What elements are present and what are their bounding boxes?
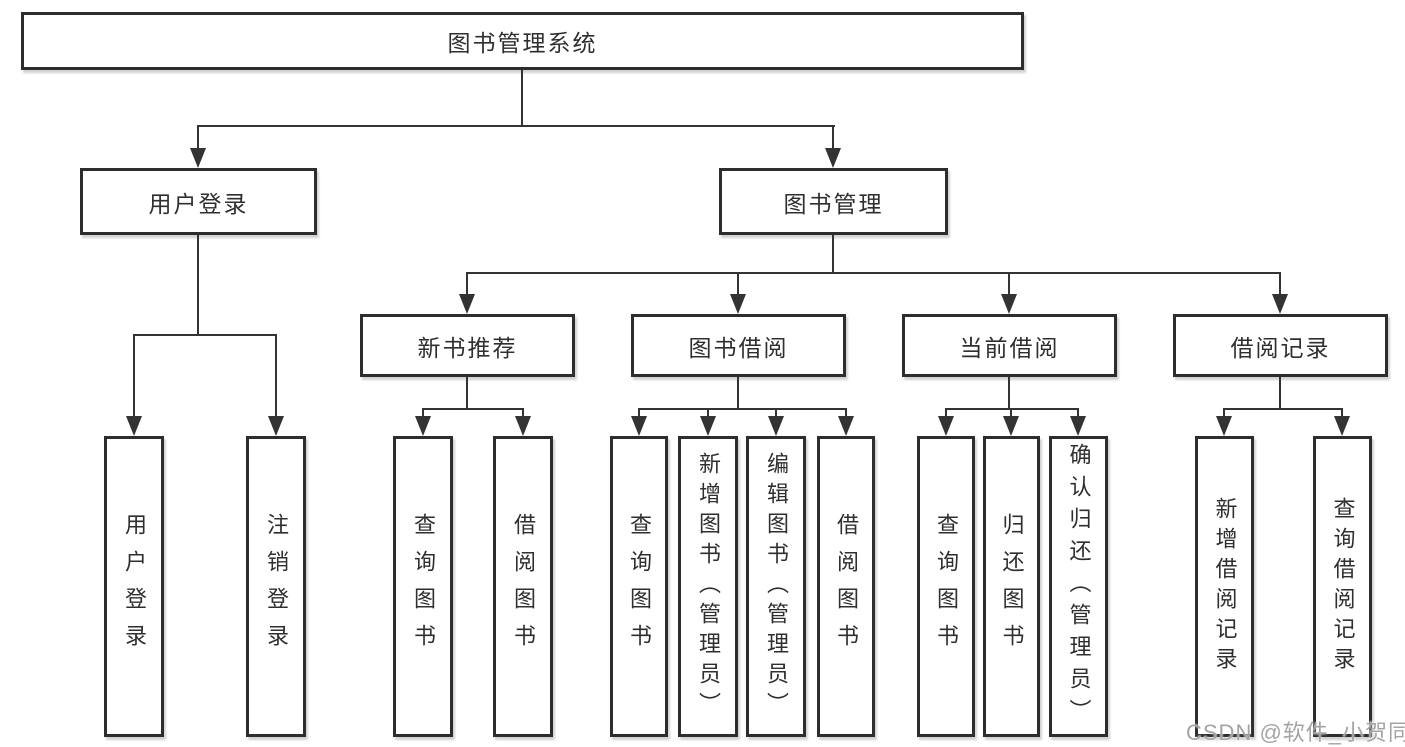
node-new-book-recommend: 新书推荐 <box>360 314 575 377</box>
connector-root-rail <box>197 125 835 127</box>
connector-bookmgmt-rail <box>466 272 1281 274</box>
connector-drop <box>775 408 777 418</box>
connector-drop <box>832 125 834 150</box>
leaf-borrow-books-borrowing: 借阅图书 <box>817 436 875 737</box>
leaf-add-book-admin: 新增图书（管理员） <box>678 436 738 737</box>
connector-drop <box>1008 272 1010 296</box>
arrow-down-icon <box>126 416 142 436</box>
connector-rail <box>945 408 1079 410</box>
leaf-label: 查询图书 <box>411 512 436 661</box>
connector-drop <box>1077 408 1079 418</box>
node-label: 图书管理 <box>783 190 884 217</box>
arrow-down-icon <box>825 148 841 168</box>
connector-drop <box>737 272 739 296</box>
leaf-label: 确认归还（管理员） <box>1066 442 1092 731</box>
connector-userlogin-rail <box>133 334 277 336</box>
arrow-down-icon <box>1334 416 1350 436</box>
connector-userlogin-stem <box>197 235 199 334</box>
connector-drop <box>197 125 199 150</box>
leaf-label: 查询图书 <box>934 512 959 661</box>
leaf-query-borrow-record: 查询借阅记录 <box>1313 436 1372 737</box>
node-label: 用户登录 <box>148 190 249 217</box>
arrow-down-icon <box>1001 294 1017 314</box>
connector-drop <box>1010 408 1012 418</box>
leaf-label: 借阅图书 <box>834 512 859 661</box>
arrow-down-icon <box>938 416 954 436</box>
leaf-user-login: 用户登录 <box>104 436 164 737</box>
connector-stem <box>1008 377 1010 408</box>
node-book-management: 图书管理 <box>719 168 948 235</box>
leaf-confirm-return-admin: 确认归还（管理员） <box>1049 436 1108 737</box>
connector-drop <box>1341 408 1343 418</box>
csdn-watermark: CSDN @软件_小贺同学 <box>1186 720 1405 745</box>
node-label: 借阅记录 <box>1230 334 1331 361</box>
connector-bookmgmt-stem <box>832 235 834 272</box>
connector-drop <box>707 408 709 418</box>
connector-drop <box>522 408 524 418</box>
connector-drop <box>638 408 640 418</box>
arrow-down-icon <box>1216 416 1232 436</box>
connector-drop <box>466 272 468 296</box>
connector-stem <box>1279 377 1281 408</box>
leaf-borrow-books-recommend: 借阅图书 <box>493 436 553 737</box>
node-borrowing-records: 借阅记录 <box>1173 314 1388 377</box>
leaf-label: 查询借阅记录 <box>1330 496 1356 677</box>
arrow-down-icon <box>768 416 784 436</box>
connector-stem <box>737 377 739 408</box>
leaf-query-books-borrowing: 查询图书 <box>610 436 668 737</box>
arrow-down-icon <box>268 416 284 436</box>
leaf-logout-login: 注销登录 <box>246 436 306 737</box>
node-user-login: 用户登录 <box>80 168 317 235</box>
node-book-borrowing: 图书借阅 <box>631 314 846 377</box>
leaf-edit-book-admin: 编辑图书（管理员） <box>746 436 806 737</box>
arrow-down-icon <box>730 294 746 314</box>
leaf-label: 编辑图书（管理员） <box>764 451 789 722</box>
arrow-down-icon <box>1070 416 1086 436</box>
arrow-down-icon <box>1272 294 1288 314</box>
leaf-query-books-current: 查询图书 <box>917 436 975 737</box>
leaf-query-books-recommend: 查询图书 <box>393 436 453 737</box>
connector-drop <box>945 408 947 418</box>
node-library-management-system: 图书管理系统 <box>21 12 1024 70</box>
connector-drop <box>275 334 277 418</box>
arrow-down-icon <box>631 416 647 436</box>
node-current-borrowing: 当前借阅 <box>902 314 1117 377</box>
leaf-label: 新增图书（管理员） <box>696 451 721 722</box>
arrow-down-icon <box>700 416 716 436</box>
connector-rail <box>1223 408 1342 410</box>
connector-drop <box>845 408 847 418</box>
leaf-label: 用户登录 <box>122 512 147 661</box>
node-label: 图书借阅 <box>688 334 789 361</box>
arrow-down-icon <box>838 416 854 436</box>
arrow-down-icon <box>1003 416 1019 436</box>
leaf-label: 借阅图书 <box>511 512 536 661</box>
arrow-down-icon <box>190 148 206 168</box>
connector-rail <box>638 408 847 410</box>
connector-drop <box>422 408 424 418</box>
connector-rail <box>422 408 524 410</box>
connector-drop <box>1223 408 1225 418</box>
leaf-add-borrow-record: 新增借阅记录 <box>1195 436 1254 737</box>
arrow-down-icon <box>515 416 531 436</box>
connector-root-stem <box>521 70 523 125</box>
leaf-label: 归还图书 <box>999 512 1025 661</box>
connector-stem <box>466 377 468 408</box>
connector-drop <box>1279 272 1281 296</box>
node-label: 新书推荐 <box>417 334 518 361</box>
arrow-down-icon <box>415 416 431 436</box>
leaf-label: 查询图书 <box>627 512 652 661</box>
node-label: 当前借阅 <box>959 334 1060 361</box>
leaf-label: 新增借阅记录 <box>1212 496 1238 677</box>
arrow-down-icon <box>459 294 475 314</box>
leaf-return-book: 归还图书 <box>983 436 1040 737</box>
node-label: 图书管理系统 <box>447 30 598 56</box>
leaf-label: 注销登录 <box>264 512 289 661</box>
connector-drop <box>133 334 135 418</box>
